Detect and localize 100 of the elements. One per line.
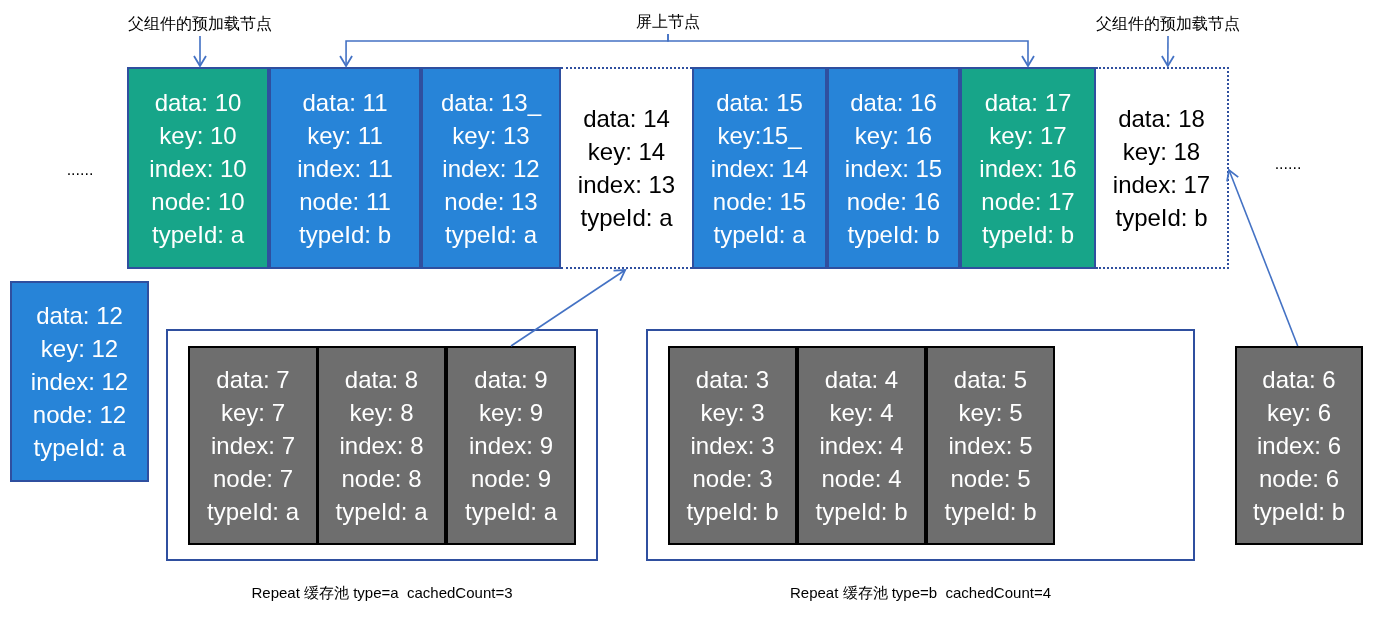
data-card bbox=[960, 67, 1096, 269]
data-card bbox=[269, 67, 421, 269]
field-text: data: 9 bbox=[474, 365, 548, 395]
ellipsis-text: ...... bbox=[65, 160, 95, 180]
field-text: typeId: a bbox=[464, 497, 558, 527]
data-card bbox=[421, 67, 561, 269]
arrow bbox=[1226, 169, 1299, 347]
field-text: data: 5 bbox=[953, 365, 1028, 395]
field-text: typeId: b bbox=[847, 219, 940, 250]
data-card bbox=[797, 346, 926, 545]
data-card bbox=[561, 67, 692, 269]
data-card bbox=[446, 346, 576, 545]
field-text: index: 8 bbox=[339, 431, 424, 461]
field-text: index: 14 bbox=[710, 153, 809, 184]
field-text: typeId: b bbox=[815, 497, 908, 527]
arrow bbox=[667, 33, 1035, 67]
field-text: node: 7 bbox=[212, 464, 294, 494]
field-text: data: 4 bbox=[824, 365, 899, 395]
field-text: typeId: a bbox=[206, 497, 300, 527]
field-text: index: 17 bbox=[1112, 170, 1211, 200]
field-text: typeId: b bbox=[944, 497, 1037, 527]
field-text: index: 12 bbox=[30, 367, 129, 397]
data-card bbox=[317, 346, 446, 545]
field-text: typeId: a bbox=[580, 203, 673, 233]
field-text: index: 16 bbox=[979, 153, 1077, 184]
ellipsis-text: ...... bbox=[1273, 154, 1303, 174]
field-text: key: 17 bbox=[989, 120, 1067, 151]
field-text: key: 12 bbox=[40, 334, 119, 364]
field-text: index: 4 bbox=[819, 431, 904, 461]
field-text: data: 11 bbox=[302, 87, 388, 118]
field-text: key:15_ bbox=[717, 120, 802, 151]
field-text: index: 7 bbox=[210, 431, 296, 461]
heading-label: 父组件的预加载节点 bbox=[110, 12, 290, 36]
field-text: node: 6 bbox=[1258, 464, 1340, 494]
field-text: data: 17 bbox=[984, 87, 1072, 118]
field-text: typeId: a bbox=[444, 219, 538, 250]
field-text: data: 3 bbox=[695, 365, 770, 395]
field-text: typeId: a bbox=[33, 433, 126, 463]
data-card bbox=[926, 346, 1055, 545]
field-text: data: 13_ bbox=[440, 87, 542, 118]
field-text: key: 6 bbox=[1267, 398, 1331, 428]
field-text: data: 16 bbox=[850, 87, 937, 118]
field-text: node: 17 bbox=[981, 186, 1075, 217]
field-text: index: 10 bbox=[149, 153, 247, 184]
field-text: key: 9 bbox=[479, 398, 543, 428]
field-text: node: 3 bbox=[692, 464, 773, 494]
field-text: typeId: b bbox=[1115, 203, 1208, 233]
field-text: index: 5 bbox=[948, 431, 1033, 461]
field-text: key: 14 bbox=[587, 137, 666, 167]
field-text: key: 8 bbox=[349, 398, 414, 428]
field-text: node: 9 bbox=[470, 464, 552, 494]
field-text: index: 15 bbox=[844, 153, 943, 184]
field-text: data: 7 bbox=[216, 365, 290, 395]
field-text: typeId: b bbox=[981, 219, 1075, 250]
heading-label: 屏上节点 bbox=[610, 10, 726, 34]
data-card bbox=[1096, 67, 1229, 269]
field-text: index: 12 bbox=[442, 153, 540, 184]
field-text: key: 3 bbox=[700, 398, 765, 428]
arrow bbox=[193, 35, 207, 67]
data-card bbox=[188, 346, 318, 545]
field-text: node: 4 bbox=[821, 464, 902, 494]
field-text: data: 15 bbox=[716, 87, 803, 118]
data-card bbox=[692, 67, 827, 269]
field-text: typeId: a bbox=[151, 219, 245, 250]
field-text: node: 10 bbox=[151, 186, 245, 217]
field-text: data: 18 bbox=[1118, 104, 1205, 134]
field-text: index: 9 bbox=[468, 431, 554, 461]
data-card bbox=[827, 67, 960, 269]
heading-label: 父组件的预加载节点 bbox=[1078, 12, 1258, 36]
arrow bbox=[510, 269, 627, 347]
field-text: typeId: b bbox=[298, 219, 392, 250]
field-text: typeId: b bbox=[1252, 497, 1346, 527]
field-text: key: 11 bbox=[307, 120, 383, 151]
field-text: data: 10 bbox=[154, 87, 242, 118]
field-text: node: 11 bbox=[299, 186, 391, 217]
field-text: typeId: b bbox=[686, 497, 779, 527]
field-text: node: 13 bbox=[444, 186, 538, 217]
data-card bbox=[127, 67, 269, 269]
field-text: index: 6 bbox=[1256, 431, 1342, 461]
field-text: key: 10 bbox=[159, 120, 237, 151]
field-text: node: 8 bbox=[341, 464, 422, 494]
field-text: typeId: a bbox=[335, 497, 428, 527]
field-text: typeId: a bbox=[713, 219, 806, 250]
field-text: data: 12 bbox=[36, 301, 123, 331]
pool-caption: Repeat 缓存池 type=a cachedCount=3 bbox=[250, 583, 514, 603]
field-text: node: 5 bbox=[950, 464, 1031, 494]
data-card bbox=[10, 281, 149, 482]
field-text: key: 13 bbox=[452, 120, 530, 151]
field-text: node: 12 bbox=[32, 400, 127, 430]
data-card bbox=[1235, 346, 1363, 545]
pool-caption: Repeat 缓存池 type=b cachedCount=4 bbox=[789, 583, 1052, 603]
field-text: key: 16 bbox=[854, 120, 933, 151]
field-text: data: 8 bbox=[344, 365, 419, 395]
data-card bbox=[668, 346, 797, 545]
field-text: data: 14 bbox=[583, 104, 670, 134]
field-text: key: 18 bbox=[1122, 137, 1201, 167]
field-text: key: 7 bbox=[221, 398, 285, 428]
field-text: data: 6 bbox=[1262, 365, 1336, 395]
field-text: index: 11 bbox=[297, 153, 393, 184]
field-text: key: 5 bbox=[958, 398, 1023, 428]
